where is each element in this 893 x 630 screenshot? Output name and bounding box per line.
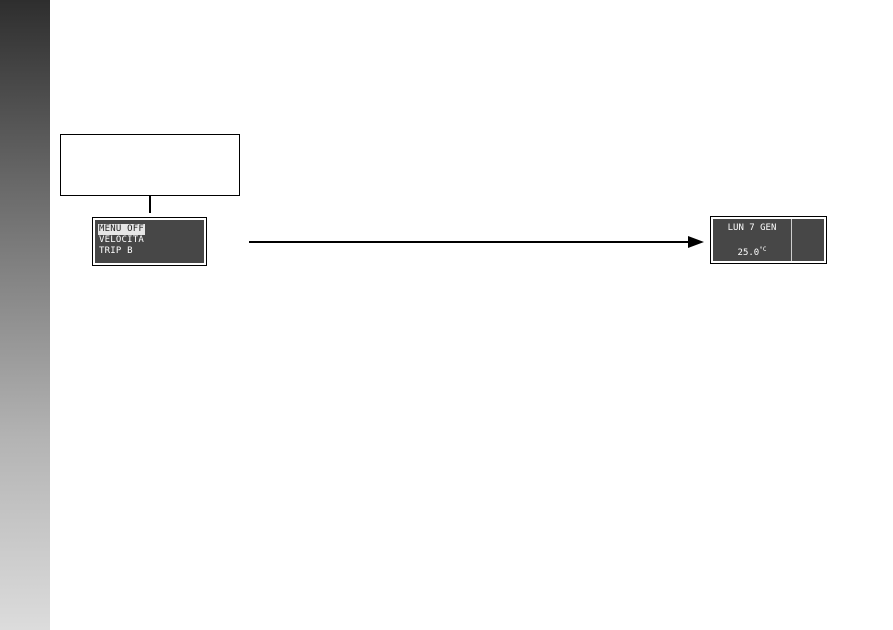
callout-box	[60, 134, 240, 196]
menu-item-menu-off: MENU OFF	[98, 224, 145, 235]
menu-item-row: VELOCITA	[98, 235, 145, 246]
transition-arrow-head	[688, 236, 704, 248]
menu-item-velocita: VELOCITA	[99, 235, 144, 245]
status-temperature: 25.0°C	[713, 246, 791, 258]
menu-display: MENU OFF VELOCITA TRIP B	[92, 217, 207, 266]
transition-arrow-line	[249, 241, 689, 243]
temperature-value: 25.0	[737, 248, 760, 258]
menu-list: MENU OFF VELOCITA TRIP B	[98, 224, 145, 257]
status-display: LUN 7 GEN 25.0°C	[710, 216, 827, 264]
temperature-unit: °C	[759, 246, 767, 253]
callout-connector	[149, 195, 151, 213]
status-divider	[791, 219, 792, 261]
side-bar	[0, 0, 50, 630]
menu-item-trip-b: TRIP B	[99, 246, 133, 256]
menu-item-row: TRIP B	[98, 246, 145, 257]
menu-display-screen: MENU OFF VELOCITA TRIP B	[95, 220, 204, 263]
status-date: LUN 7 GEN	[727, 223, 777, 233]
status-display-screen: LUN 7 GEN 25.0°C	[713, 219, 824, 261]
menu-item-row: MENU OFF	[98, 224, 145, 235]
